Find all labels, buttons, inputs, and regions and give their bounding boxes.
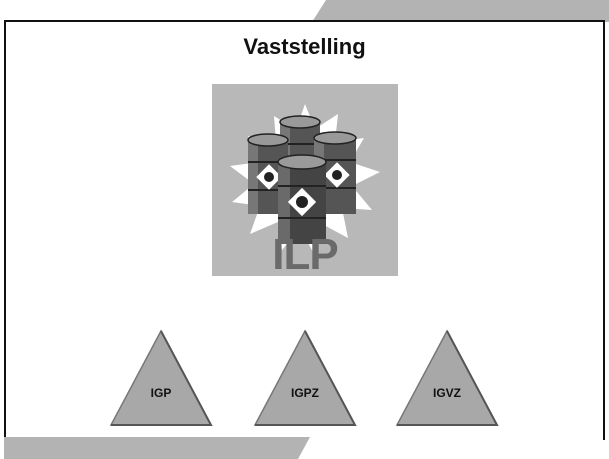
triangle-shape <box>253 329 357 426</box>
bottom-accent-tab <box>4 437 310 459</box>
triangle-label: IGP <box>150 386 172 400</box>
triangle-label: IGVZ <box>432 386 461 400</box>
triangle-shape <box>109 329 213 426</box>
top-accent-tab <box>312 0 609 22</box>
triangle-igvz[interactable]: IGVZ <box>394 328 500 428</box>
picture-label: ILP <box>272 230 338 279</box>
radioactive-barrels-icon <box>230 104 380 254</box>
slide-frame-top <box>4 20 605 22</box>
triangle-label: IGPZ <box>290 386 319 400</box>
slide-title: Vaststelling <box>243 34 366 59</box>
triangle-shape <box>395 329 499 426</box>
triangle-igp[interactable]: IGP <box>108 328 214 428</box>
radioactive-barrels-picture: ILP <box>212 84 398 279</box>
triangle-igpz[interactable]: IGPZ <box>252 328 358 428</box>
slide-frame-right <box>603 20 605 440</box>
slide-frame-left <box>4 20 6 440</box>
